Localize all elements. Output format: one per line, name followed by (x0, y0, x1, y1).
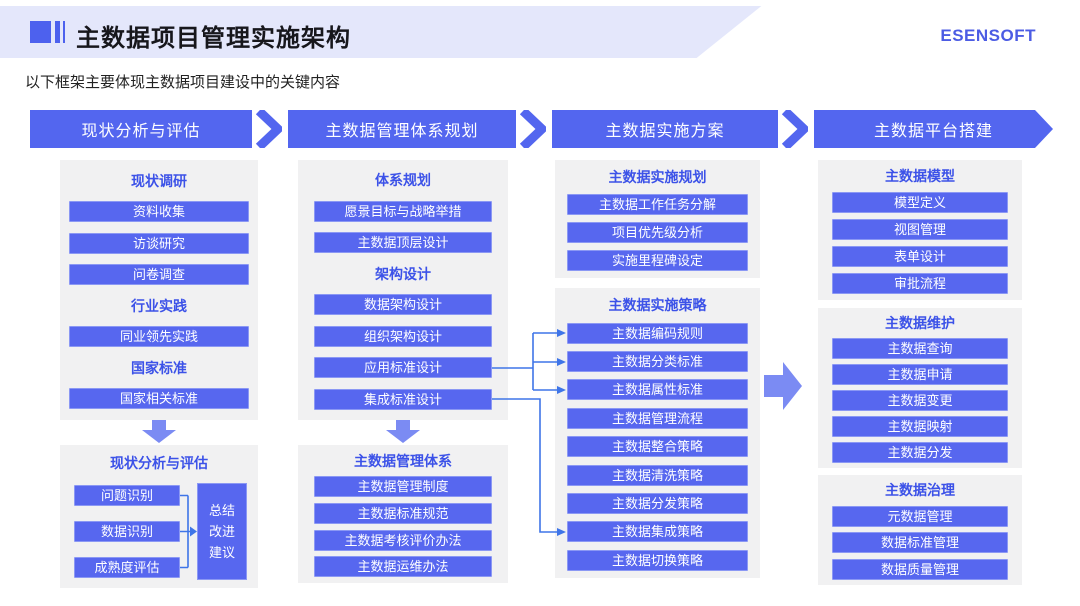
flow-item: 组织架构设计 (314, 325, 492, 347)
flow-item: 项目优先级分析 (567, 222, 748, 243)
group-heading: 国家标准 (131, 359, 187, 376)
flow-item: 元数据管理 (832, 505, 1008, 527)
panel-mdm-system: 主数据管理体系主数据管理制度主数据标准规范主数据考核评价办法主数据运维办法 (298, 445, 508, 583)
group-heading: 现状分析与评估 (110, 455, 208, 471)
flow-item: 主数据分发 (832, 442, 1008, 463)
group-heading: 现状调研 (131, 172, 187, 189)
group-heading: 体系规划 (375, 172, 431, 189)
panel-master-data-model: 主数据模型模型定义视图管理表单设计审批流程 (818, 160, 1022, 300)
panel-master-data-maintenance: 主数据维护主数据查询主数据申请主数据变更主数据映射主数据分发 (818, 308, 1022, 468)
stage-banner-3: 主数据实施方案 (552, 110, 778, 148)
panel-system-planning: 体系规划愿景目标与战略举措主数据顶层设计架构设计数据架构设计组织架构设计应用标准… (298, 160, 508, 420)
flow-item: 应用标准设计 (314, 357, 492, 379)
group-heading: 主数据实施规划 (608, 169, 707, 185)
down-arrow-icon (386, 420, 420, 443)
flow-item: 主数据属性标准 (567, 379, 748, 401)
flow-item: 主数据清洗策略 (567, 464, 748, 486)
stage-banner-4: 主数据平台搭建 (814, 110, 1053, 148)
flow-item: 主数据管理流程 (567, 407, 748, 429)
flow-item: 主数据编码规则 (567, 322, 748, 344)
header-band (0, 6, 762, 58)
flow-item: 主数据整合策略 (567, 436, 748, 458)
flow-item: 愿景目标与战略举措 (314, 200, 492, 222)
group-heading: 主数据实施策略 (608, 297, 707, 314)
flow-item: 主数据映射 (832, 416, 1008, 437)
flow-item: 主数据申请 (832, 364, 1008, 385)
flow-item: 成熟度评估 (74, 557, 180, 578)
group-heading: 主数据管理体系 (354, 452, 452, 469)
flow-item: 主数据运维办法 (314, 556, 492, 578)
flow-item: 视图管理 (832, 219, 1008, 240)
flow-item: 主数据集成策略 (567, 521, 748, 543)
flow-item: 数据识别 (74, 521, 180, 542)
flow-item: 主数据顶层设计 (314, 232, 492, 254)
chevron-right-icon (256, 110, 282, 148)
flow-item: 问卷调查 (69, 264, 249, 286)
group-heading: 主数据模型 (885, 168, 955, 184)
flow-item: 主数据分类标准 (567, 351, 748, 373)
flow-item: 主数据查询 (832, 338, 1008, 359)
title-marker-icon (30, 21, 68, 43)
subtitle: 以下框架主要体现主数据项目建设中的关键内容 (25, 74, 341, 91)
flow-item: 主数据变更 (832, 390, 1008, 411)
flow-item: 资料收集 (69, 201, 249, 223)
result-box: 总结 改进 建议 (197, 483, 247, 580)
chevron-right-icon (520, 110, 546, 148)
stage-banner-1: 现状分析与评估 (30, 110, 252, 148)
group-heading: 主数据治理 (885, 482, 955, 499)
panel-status-research: 现状调研资料收集访谈研究问卷调查行业实践同业领先实践国家标准国家相关标准 (60, 160, 258, 420)
flow-item: 主数据管理制度 (314, 476, 492, 498)
stage-banner-2: 主数据管理体系规划 (288, 110, 516, 148)
group-heading: 主数据维护 (885, 315, 955, 331)
flow-item: 主数据切换策略 (567, 549, 748, 571)
group-heading: 架构设计 (375, 265, 431, 282)
down-arrow-icon (142, 420, 176, 443)
right-arrow-icon (764, 362, 802, 410)
flow-item: 数据架构设计 (314, 294, 492, 316)
flow-item: 实施里程碑设定 (567, 250, 748, 271)
flow-item: 主数据工作任务分解 (567, 194, 748, 215)
flow-item: 集成标准设计 (314, 388, 492, 410)
flow-item: 同业领先实践 (69, 326, 249, 348)
flow-item: 主数据分发策略 (567, 492, 748, 514)
flow-item: 问题识别 (74, 485, 180, 506)
page-title: 主数据项目管理实施架构 (76, 25, 351, 52)
panel-master-data-governance: 主数据治理元数据管理数据标准管理数据质量管理 (818, 475, 1022, 585)
esensoft-logo: ESENSOFT (940, 26, 1036, 45)
flow-item: 国家相关标准 (69, 388, 249, 410)
flow-item: 审批流程 (832, 273, 1008, 294)
flow-item: 数据质量管理 (832, 558, 1008, 580)
panel-status-analysis-result: 现状分析与评估 问题识别 数据识别 成熟度评估 总结 改进 建议 (60, 445, 258, 588)
flow-item: 表单设计 (832, 246, 1008, 267)
flow-item: 主数据标准规范 (314, 502, 492, 524)
flow-item: 访谈研究 (69, 232, 249, 254)
panel-implementation-planning: 主数据实施规划主数据工作任务分解项目优先级分析实施里程碑设定 (555, 160, 760, 278)
flow-item: 主数据考核评价办法 (314, 529, 492, 551)
panel-implementation-strategy: 主数据实施策略主数据编码规则主数据分类标准主数据属性标准主数据管理流程主数据整合… (555, 288, 760, 578)
group-heading: 行业实践 (131, 297, 187, 314)
chevron-right-icon (782, 110, 808, 148)
flow-item: 模型定义 (832, 192, 1008, 213)
flow-item: 数据标准管理 (832, 532, 1008, 554)
